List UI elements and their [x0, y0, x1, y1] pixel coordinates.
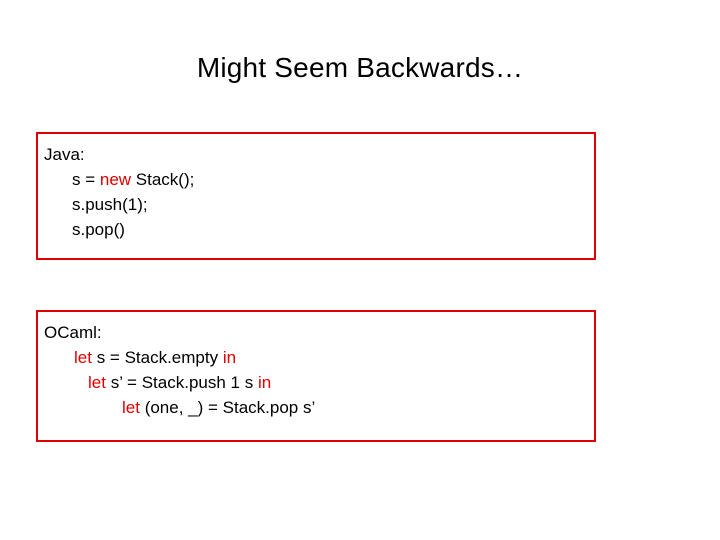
ocaml-line-2-mid: s’ = Stack.push 1 s [105, 373, 258, 392]
java-line-1-post: Stack(); [131, 170, 195, 189]
ocaml-line-2-keyword: let [88, 373, 106, 392]
java-label: Java: [44, 145, 85, 164]
java-line-2-pre: s.push(1); [72, 195, 148, 214]
ocaml-line-2-keyword2: in [257, 373, 272, 392]
ocaml-line-3-mid: (one, _) = Stack.pop s’ [139, 398, 316, 417]
ocaml-label: OCaml: [44, 323, 102, 342]
java-line-1-keyword: new [99, 170, 132, 189]
ocaml-line-3-keyword: let [122, 398, 140, 417]
ocaml-line-1-mid: s = Stack.empty [91, 348, 223, 367]
ocaml-line-2: let s’ = Stack.push 1 s in [44, 370, 584, 395]
ocaml-line-3: let (one, _) = Stack.pop s’ [44, 395, 584, 420]
ocaml-line-1: let s = Stack.empty in [44, 345, 584, 370]
java-line-1-pre: s = [72, 170, 100, 189]
java-line-3-pre: s.pop() [72, 220, 125, 239]
ocaml-line-1-keyword: let [74, 348, 92, 367]
java-line-3: s.pop() [44, 217, 584, 242]
java-code-box: Java: s = new Stack(); s.push(1); s.pop(… [36, 132, 596, 260]
java-line-1: s = new Stack(); [44, 167, 584, 192]
ocaml-line-1-keyword2: in [222, 348, 237, 367]
page-title: Might Seem Backwards… [196, 52, 524, 83]
java-line-2: s.push(1); [44, 192, 584, 217]
ocaml-code-box: OCaml: let s = Stack.empty in let s’ = S… [36, 310, 596, 442]
